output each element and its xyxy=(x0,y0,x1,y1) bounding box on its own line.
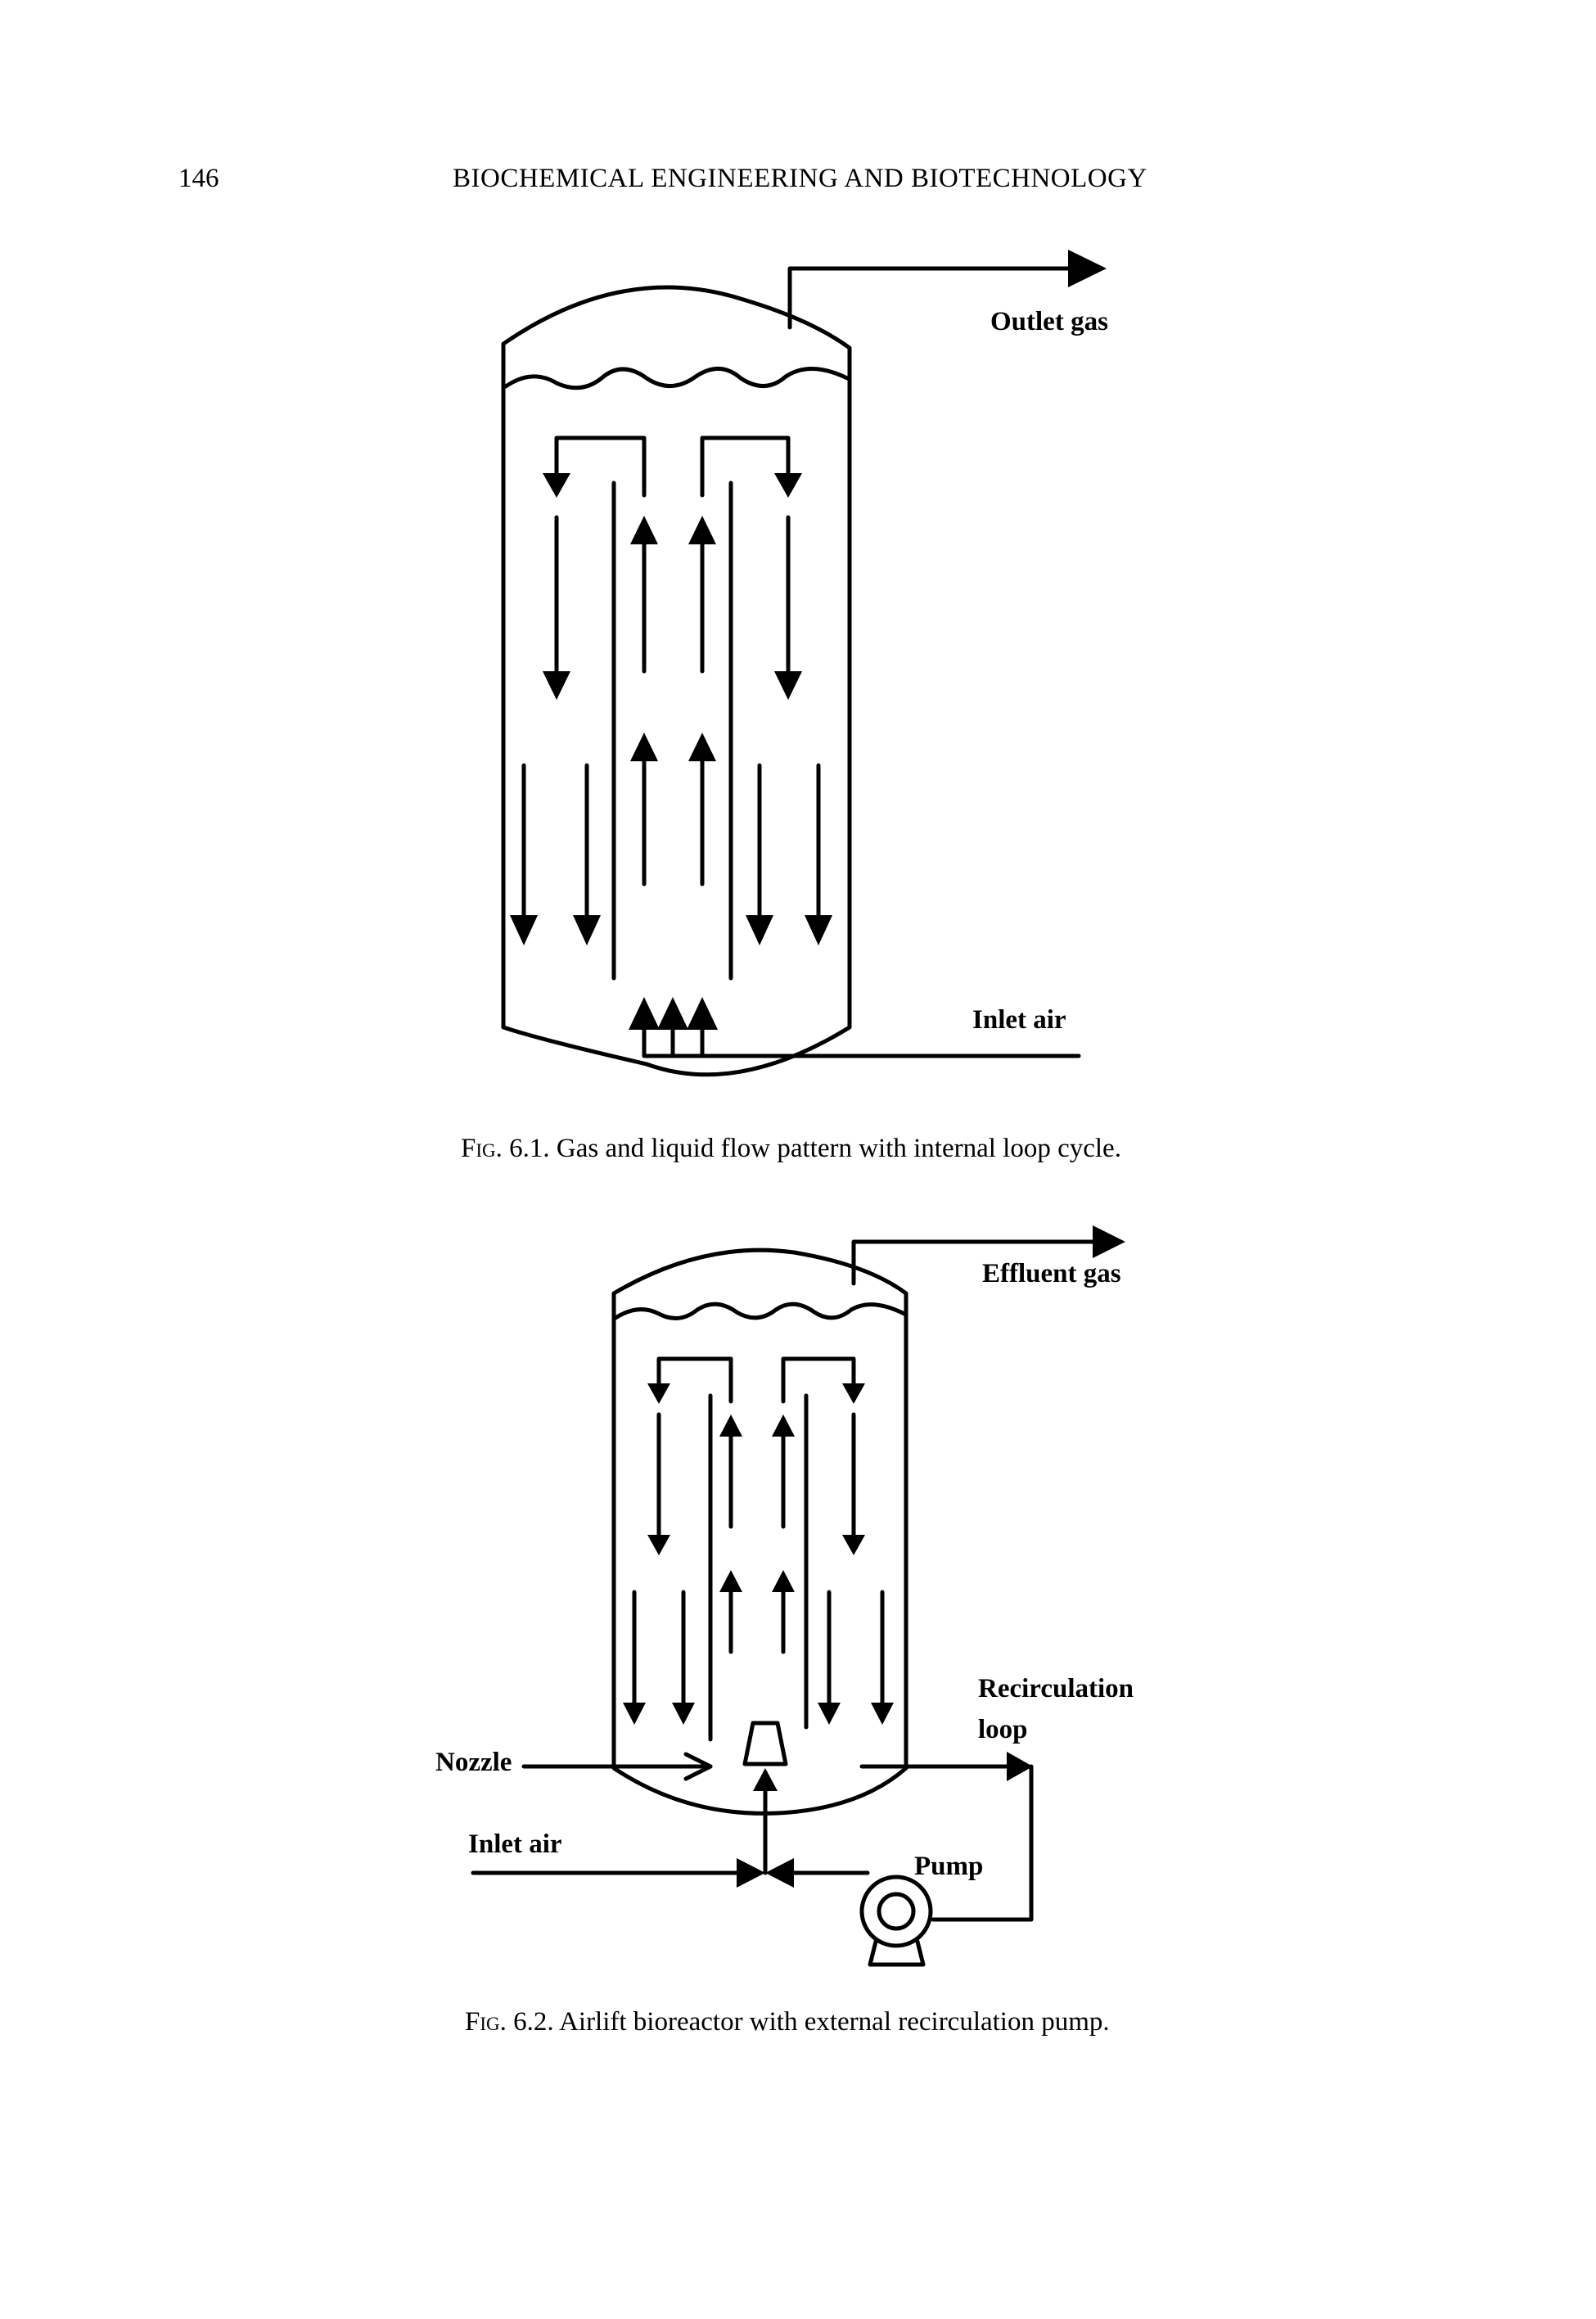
inlet-air-label-fig1: Inlet air xyxy=(972,1005,1066,1035)
effluent-arrowhead xyxy=(1093,1225,1125,1258)
inlet-air-label-fig2: Inlet air xyxy=(468,1829,562,1859)
liquid-surface-2 xyxy=(613,1302,907,1320)
outlet-gas-label: Outlet gas xyxy=(990,307,1108,336)
figure-6-1-caption: Fig. 6.1. Gas and liquid flow pattern wi… xyxy=(461,1134,1121,1164)
pump-body xyxy=(859,1875,933,1948)
liquid-surface xyxy=(503,367,850,390)
air-riser-arrowhead xyxy=(753,1768,778,1791)
pump-base xyxy=(868,1939,926,1967)
outlet-arrowhead xyxy=(1068,250,1107,287)
valve-right xyxy=(765,1858,794,1888)
effluent-gas-label: Effluent gas xyxy=(982,1259,1121,1288)
pump-label: Pump xyxy=(914,1852,984,1881)
recirc-arrowhead xyxy=(1007,1752,1033,1781)
flow-bend-left xyxy=(554,435,647,498)
nozzle-cone xyxy=(742,1721,788,1766)
recirculation-label-line1: Recirculation xyxy=(978,1674,1134,1703)
vessel-outline xyxy=(501,285,852,1077)
page-number: 146 xyxy=(178,164,219,193)
sparger xyxy=(642,1027,1081,1058)
recirculation-label-line2: loop xyxy=(978,1715,1028,1744)
figure-6-1-number: Fig. 6.1. xyxy=(461,1134,550,1163)
figure-6-2-caption-text: Airlift bioreactor with external recircu… xyxy=(559,2007,1110,2037)
valve-left xyxy=(737,1858,765,1888)
outlet-pipe xyxy=(787,266,1071,330)
effluent-pipe xyxy=(851,1239,1095,1286)
figure-6-2-number: Fig. 6.2. xyxy=(465,2007,554,2037)
figure-6-1-caption-text: Gas and liquid flow pattern with interna… xyxy=(556,1134,1121,1163)
recirc-loop-pipe xyxy=(931,1764,1034,1922)
figure-6-2-caption: Fig. 6.2. Airlift bioreactor with extern… xyxy=(465,2007,1110,2037)
running-head: BIOCHEMICAL ENGINEERING AND BIOTECHNOLOG… xyxy=(453,164,1147,193)
flow-bend-right xyxy=(700,435,791,498)
pump-impeller xyxy=(877,1892,916,1931)
nozzle-label: Nozzle xyxy=(435,1748,512,1777)
figure-6-1-diagram xyxy=(501,250,1107,1077)
